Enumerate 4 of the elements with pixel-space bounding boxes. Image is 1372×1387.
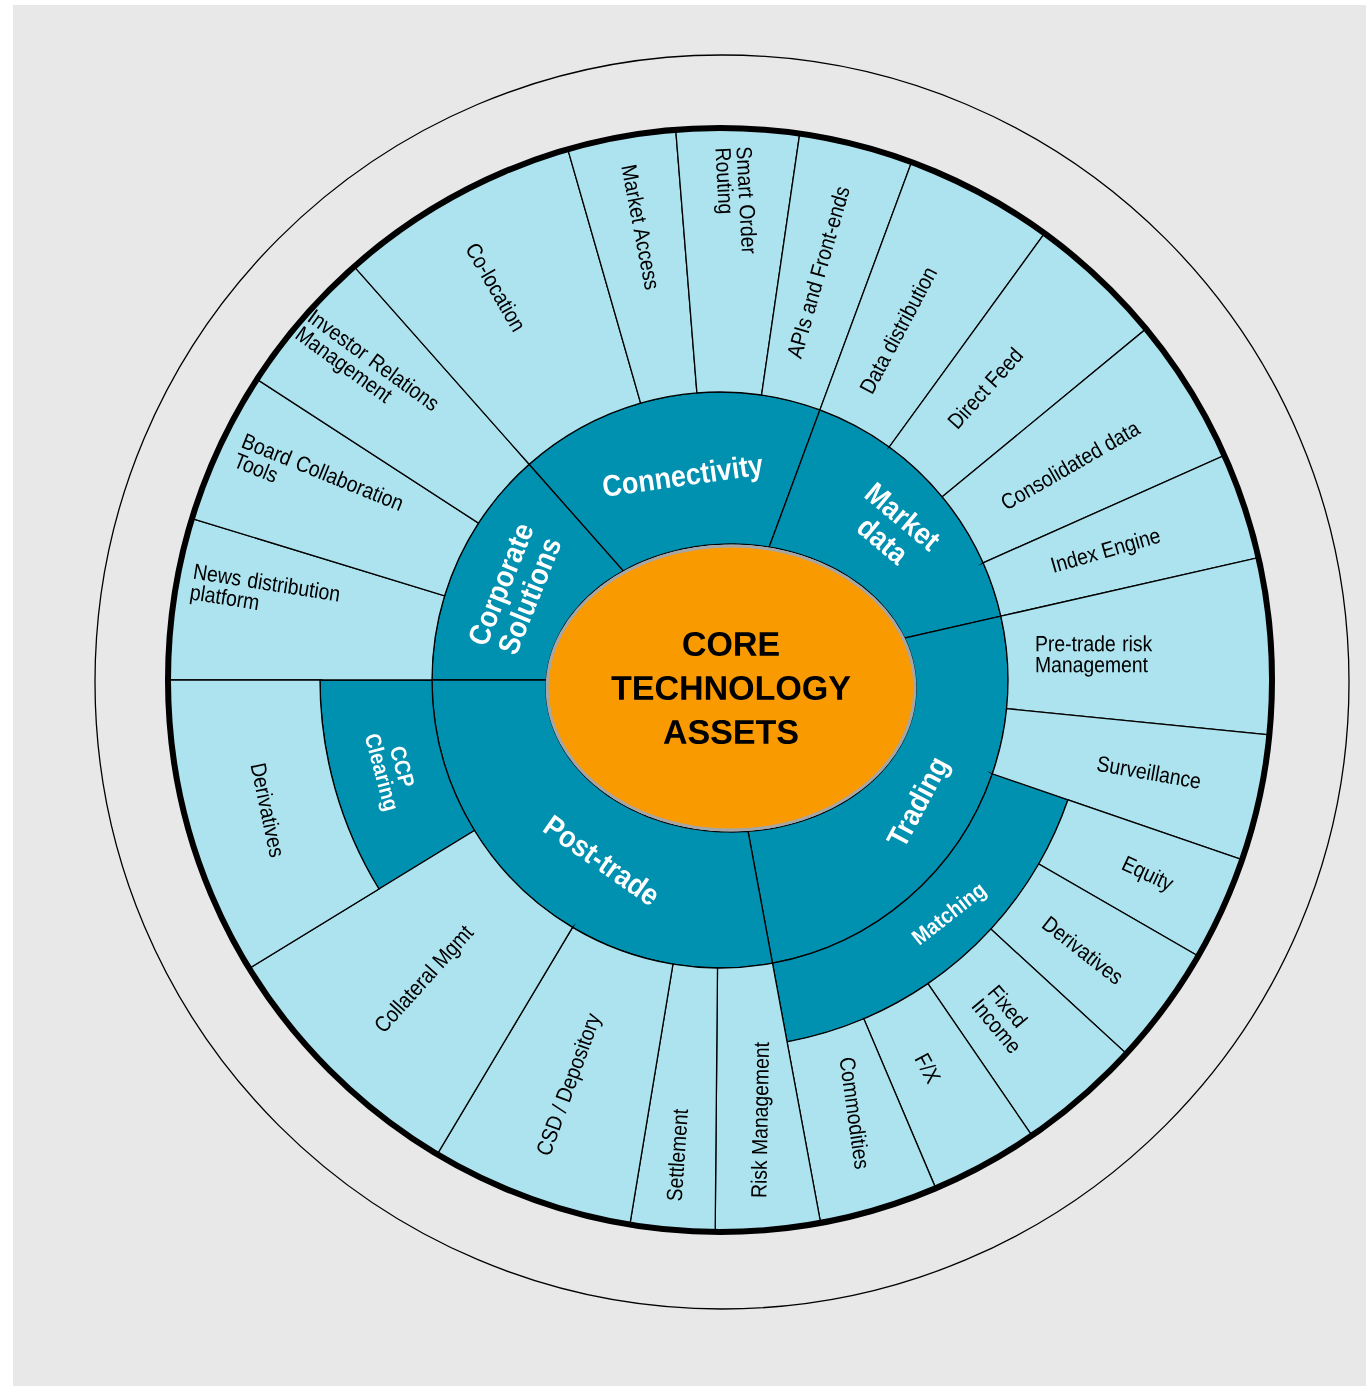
ring-segment: CCP Clearing bbox=[319, 679, 476, 890]
sector: News distribution platform bbox=[167, 517, 446, 681]
sector: Market Access bbox=[567, 129, 698, 404]
sector: Risk Management bbox=[714, 962, 822, 1233]
